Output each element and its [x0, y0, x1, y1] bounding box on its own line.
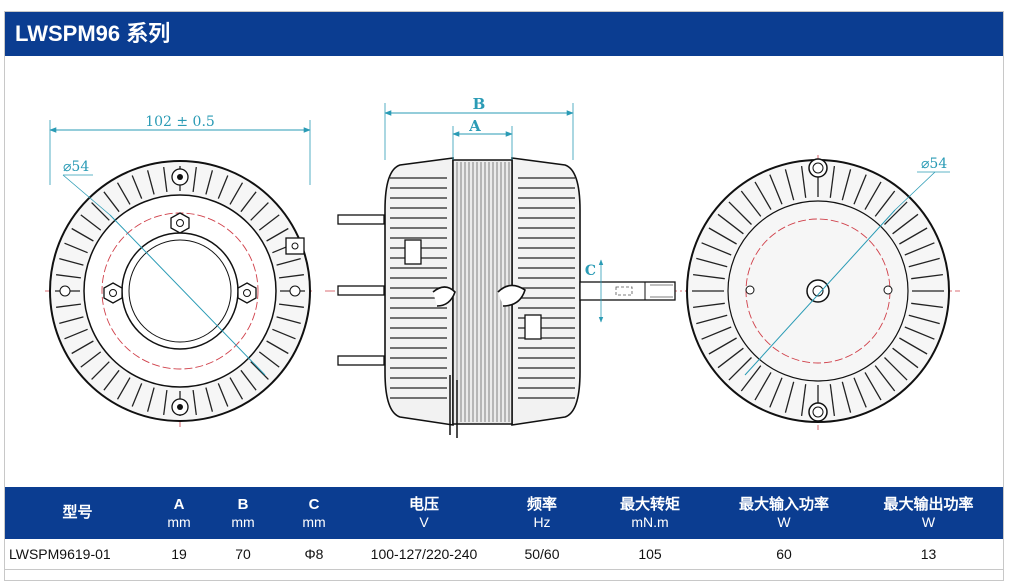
dimension-a-label: A [468, 117, 481, 135]
cell-max-input-power: 60 [714, 539, 854, 570]
cell-voltage: 100-127/220-240 [350, 539, 498, 570]
page-title: LWSPM96 系列 [5, 12, 1003, 56]
cell-max-output-power: 13 [854, 539, 1003, 570]
motor-technical-drawing: 102 ± 0.5 ⌀54 B A C [45, 95, 960, 438]
table-row: LWSPM9619-01 19 70 Φ8 100-127/220-240 50… [5, 539, 1003, 570]
cell-max-torque: 105 [586, 539, 714, 570]
motor-rear-view: 102 ± 0.5 ⌀54 [45, 114, 315, 428]
dimension-diameter-left-label: ⌀54 [63, 159, 89, 175]
header-model: 型号 [5, 487, 150, 539]
cell-a: 19 [150, 539, 208, 570]
dimension-b-label: B [473, 95, 486, 113]
page-frame [4, 11, 1004, 581]
dimension-diameter-right-label: ⌀54 [921, 156, 947, 172]
dimension-c-label: C [585, 263, 596, 279]
cell-b: 70 [208, 539, 278, 570]
cell-frequency: 50/60 [498, 539, 586, 570]
motor-front-view: ⌀54 [685, 155, 960, 430]
cell-model: LWSPM9619-01 [5, 539, 150, 570]
dimension-width-label: 102 ± 0.5 [145, 114, 215, 130]
motor-side-view: B A C [325, 95, 705, 438]
cell-c: Φ8 [278, 539, 350, 570]
